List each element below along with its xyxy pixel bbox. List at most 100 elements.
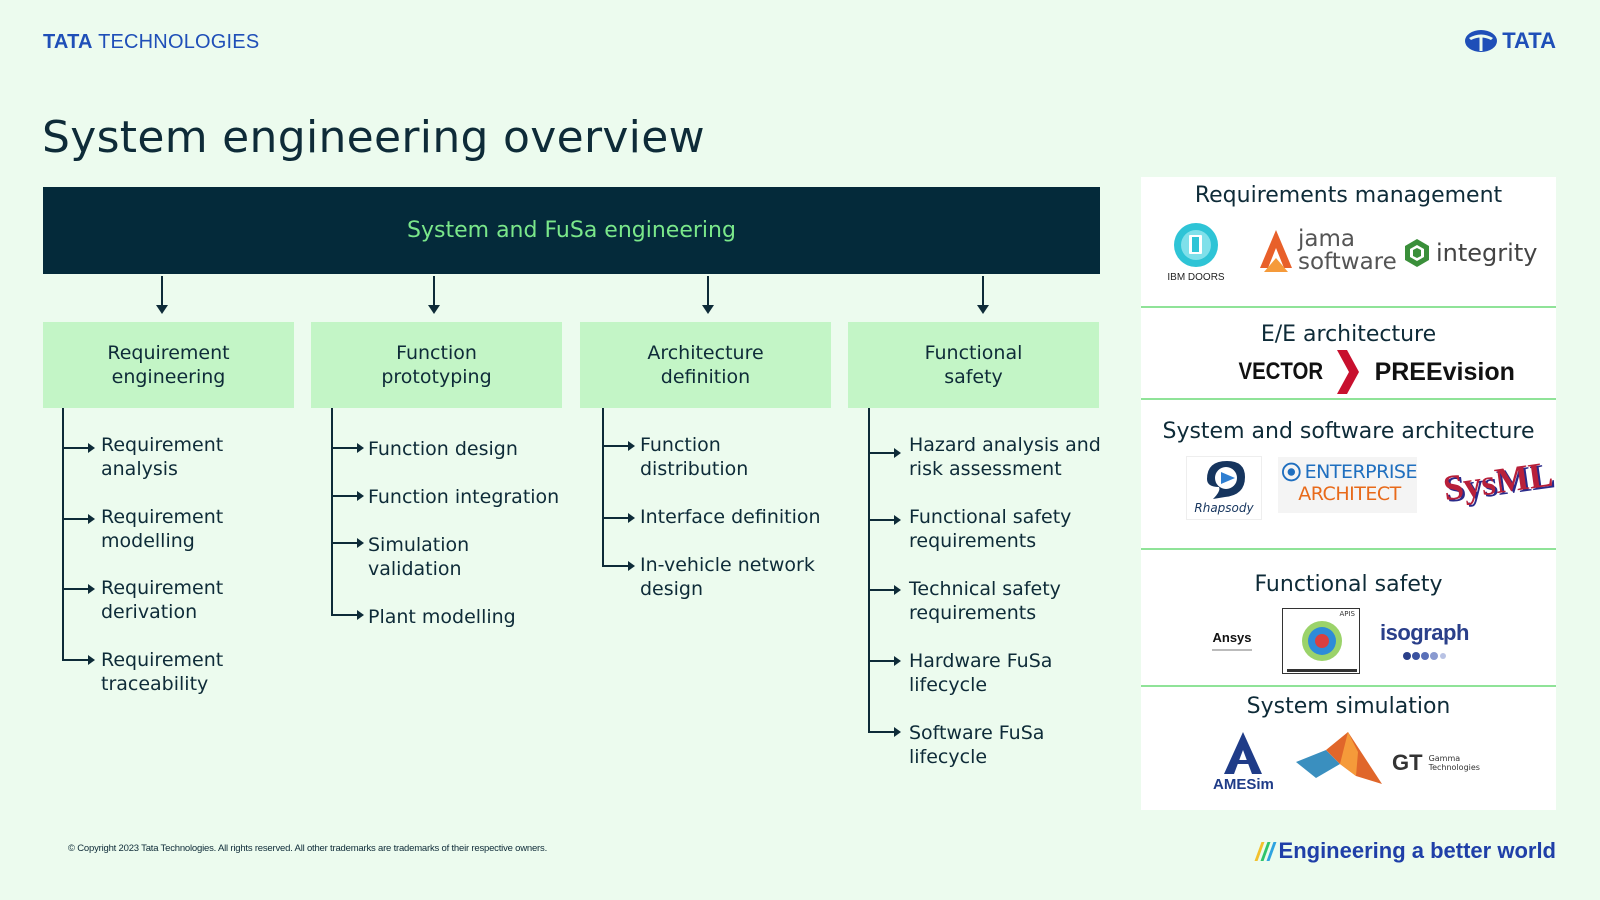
isograph-dots-icon xyxy=(1403,652,1447,660)
list-item: Hardware FuSa lifecycle xyxy=(909,650,1053,696)
branch-arrow-icon xyxy=(62,656,95,664)
list-item: Requirement derivation xyxy=(101,577,224,623)
tree-line xyxy=(868,408,870,732)
tata-logo: TATA xyxy=(1464,28,1556,54)
gamma-technologies-logo: GT Gamma Technologies xyxy=(1392,750,1480,776)
enterprise-architect-icon xyxy=(1282,462,1301,482)
category-architecture-definition: Architecture definition xyxy=(580,322,831,408)
apis-logo: APIS xyxy=(1282,608,1360,674)
list-item: Requirement traceability xyxy=(101,649,224,695)
brand-left-rest: TECHNOLOGIES xyxy=(92,31,260,53)
enterprise-architect-logo: ENTERPRISE ARCHITECT xyxy=(1278,457,1418,513)
arrow-down-icon xyxy=(428,276,440,314)
branch-arrow-icon xyxy=(602,442,635,450)
copyright-text: © Copyright 2023 Tata Technologies. All … xyxy=(68,843,548,854)
rhapsody-icon xyxy=(1207,461,1245,499)
branch-arrow-icon xyxy=(602,514,635,522)
branch-arrow-icon xyxy=(62,515,95,523)
brand-left-bold: TATA xyxy=(43,31,93,53)
gt-sub-label: Gamma Technologies xyxy=(1428,754,1480,772)
panel-divider xyxy=(1141,548,1556,550)
panel-divider xyxy=(1141,398,1556,400)
branch-arrow-icon xyxy=(602,562,635,570)
tree-line xyxy=(62,408,64,660)
matlab-logo xyxy=(1296,730,1382,790)
top-bar-label: System and FuSa engineering xyxy=(407,218,736,243)
panel-divider xyxy=(1141,306,1556,308)
category-function-prototyping: Function prototyping xyxy=(311,322,562,408)
list-item: Simulation validation xyxy=(368,534,470,580)
gt-label: GT xyxy=(1392,750,1423,775)
ea-top-label: ENTERPRISE xyxy=(1304,461,1418,483)
list-item: Function distribution xyxy=(640,434,749,480)
vector-preevision-logo: VECTOR PREEvision xyxy=(1231,350,1515,394)
section-title-system-simulation: System simulation xyxy=(1246,694,1451,719)
integrity-logo: integrity xyxy=(1404,238,1537,268)
list-item: In-vehicle network design xyxy=(640,554,815,600)
list-item: Plant modelling xyxy=(368,606,516,628)
branch-arrow-icon xyxy=(868,657,901,665)
section-title-functional-safety: Functional safety xyxy=(1254,572,1443,597)
page-title: System engineering overview xyxy=(42,112,705,163)
amesim-icon xyxy=(1224,732,1263,774)
branch-arrow-icon xyxy=(331,539,364,547)
branch-arrow-icon xyxy=(331,492,364,500)
branch-arrow-icon xyxy=(331,611,364,619)
tree-line xyxy=(331,408,333,615)
tagline-label: Engineering a better world xyxy=(1278,838,1556,863)
branch-arrow-icon xyxy=(62,444,95,452)
sysml-label: SysML xyxy=(1440,453,1556,509)
tagline-slashes-icon xyxy=(1254,841,1276,861)
list-item: Function integration xyxy=(368,486,560,508)
vector-chevron-icon xyxy=(1336,350,1359,394)
integrity-label: integrity xyxy=(1436,239,1538,267)
tata-emblem-icon xyxy=(1465,30,1498,52)
list-item: Requirement analysis xyxy=(101,434,224,480)
branch-arrow-icon xyxy=(868,449,901,457)
arrow-down-icon xyxy=(702,276,714,314)
section-title-system-software-architecture: System and software architecture xyxy=(1162,419,1535,444)
arrow-down-icon xyxy=(977,276,989,314)
preevision-label: PREEvision xyxy=(1374,357,1515,386)
brand-right-label: TATA xyxy=(1502,28,1556,53)
list-item: Hazard analysis and risk assessment xyxy=(909,434,1101,480)
ibm-doors-icon xyxy=(1174,223,1218,267)
apis-label: APIS xyxy=(1339,610,1355,618)
jama-icon xyxy=(1260,230,1292,272)
ansys-logo: Ansys xyxy=(1212,630,1252,651)
section-title-requirements-management: Requirements management xyxy=(1194,183,1503,208)
list-item: Technical safety requirements xyxy=(909,578,1061,624)
list-item: Function design xyxy=(368,438,518,460)
list-item: Interface definition xyxy=(640,506,821,528)
integrity-icon xyxy=(1405,239,1429,267)
branch-arrow-icon xyxy=(62,585,95,593)
jama-top-label: jama xyxy=(1298,226,1355,252)
category-requirement-engineering: Requirement engineering xyxy=(43,322,294,408)
ibm-doors-logo: IBM DOORS xyxy=(1164,222,1228,283)
amesim-label: AMESim xyxy=(1213,776,1274,793)
section-title-ee-architecture: E/E architecture xyxy=(1260,322,1437,347)
list-item: Software FuSa lifecycle xyxy=(909,722,1045,768)
list-item: Functional safety requirements xyxy=(909,506,1072,552)
rhapsody-logo: Rhapsody xyxy=(1186,456,1262,520)
category-functional-safety: Functional safety xyxy=(848,322,1099,408)
tree-line xyxy=(602,408,604,566)
top-bar: System and FuSa engineering xyxy=(43,187,1100,274)
branch-arrow-icon xyxy=(868,516,901,524)
list-item: Requirement modelling xyxy=(101,506,224,552)
jama-bottom-label: software xyxy=(1298,249,1397,275)
isograph-label: isograph xyxy=(1380,620,1469,645)
tagline: Engineering a better world xyxy=(1254,838,1556,864)
isograph-logo: isograph xyxy=(1380,620,1469,665)
matlab-icon xyxy=(1296,732,1382,784)
jama-software-logo: jama software xyxy=(1258,228,1397,274)
apis-diagram-icon xyxy=(1287,621,1357,672)
vector-label: VECTOR xyxy=(1238,358,1324,385)
rhapsody-label: Rhapsody xyxy=(1194,501,1254,515)
arrow-down-icon xyxy=(156,276,168,314)
branch-arrow-icon xyxy=(868,728,901,736)
sysml-logo: SysML xyxy=(1441,454,1556,509)
panel-divider xyxy=(1141,685,1556,687)
ibm-doors-label: IBM DOORS xyxy=(1167,272,1225,283)
ea-bottom-label: ARCHITECT xyxy=(1298,483,1401,505)
